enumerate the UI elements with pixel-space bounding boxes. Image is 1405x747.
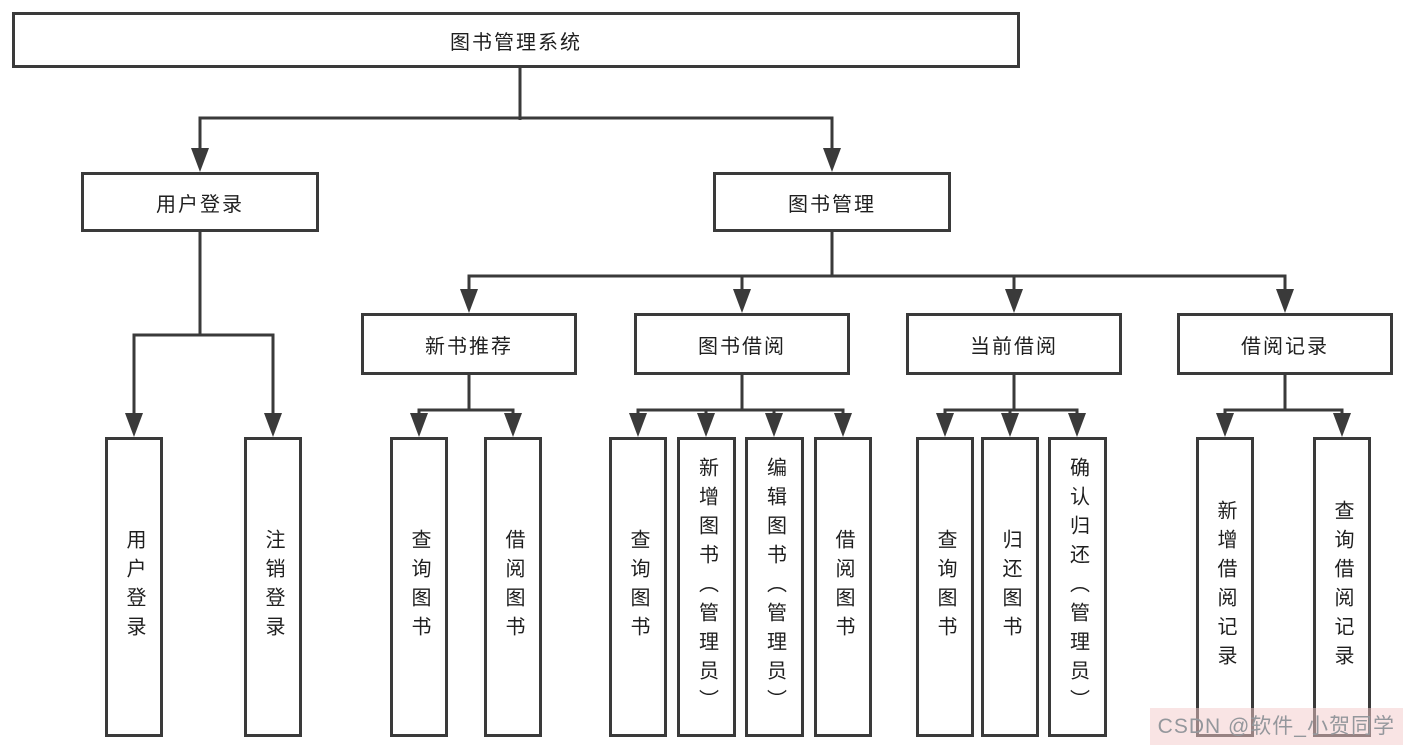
leaf-edit-books-admin: 编辑图书（管理员） (745, 437, 804, 737)
connector-root-to-level2 (191, 68, 841, 172)
node-book-management: 图书管理 (713, 172, 951, 232)
leaf-return-books: 归还图书 (981, 437, 1039, 737)
node-label: 图书管理 (788, 193, 876, 216)
node-label: 当前借阅 (970, 335, 1058, 358)
node-label: 图书管理系统 (450, 31, 582, 54)
arrowhead (264, 413, 282, 437)
arrowhead (1333, 413, 1351, 437)
arrowhead (823, 148, 841, 172)
leaf-query-books-borrowing: 查询图书 (609, 437, 667, 737)
leaf-user-login: 用户登录 (105, 437, 163, 737)
arrowhead (504, 413, 522, 437)
leaf-confirm-return-admin: 确认归还（管理员） (1048, 437, 1107, 737)
node-label: 归还图书 (999, 529, 1021, 645)
node-label: 图书借阅 (698, 335, 786, 358)
node-label: 编辑图书（管理员） (763, 456, 786, 718)
node-label: 新书推荐 (425, 335, 513, 358)
node-root-system: 图书管理系统 (12, 12, 1020, 68)
connector-bookmgmt-to-level3 (460, 232, 1294, 313)
connector-borrowing-to-leaves (629, 375, 852, 437)
node-label: 查询图书 (934, 529, 956, 645)
node-label: 注销登录 (262, 529, 284, 645)
node-user-login-branch: 用户登录 (81, 172, 319, 232)
node-label: 查询图书 (408, 529, 430, 645)
watermark: CSDN @软件_小贺同学 (1149, 708, 1403, 745)
arrowhead (733, 289, 751, 313)
node-label: 用户登录 (123, 529, 145, 645)
leaf-query-borrow-record: 查询借阅记录 (1313, 437, 1371, 737)
arrowhead (1068, 413, 1086, 437)
node-label: 借阅记录 (1241, 335, 1329, 358)
leaf-borrow-books-borrowing: 借阅图书 (814, 437, 872, 737)
node-label: 借阅图书 (502, 529, 524, 645)
arrowhead (936, 413, 954, 437)
arrowhead (460, 289, 478, 313)
node-new-book-recommend: 新书推荐 (361, 313, 577, 375)
connector-records-to-leaves (1216, 375, 1351, 437)
node-label: 新增图书（管理员） (695, 456, 718, 718)
leaf-query-books-current: 查询图书 (916, 437, 974, 737)
leaf-query-books-recommend: 查询图书 (390, 437, 448, 737)
connector-userlogin-to-leaves (125, 232, 282, 437)
arrowhead (834, 413, 852, 437)
node-label: 新增借阅记录 (1214, 500, 1236, 674)
arrowhead (125, 413, 143, 437)
node-label: 借阅图书 (832, 529, 854, 645)
arrowhead (410, 413, 428, 437)
node-label: 查询借阅记录 (1331, 500, 1353, 674)
arrowhead (1005, 289, 1023, 313)
leaf-borrow-books-recommend: 借阅图书 (484, 437, 542, 737)
node-label: 查询图书 (627, 529, 649, 645)
leaf-logout: 注销登录 (244, 437, 302, 737)
arrowhead (1276, 289, 1294, 313)
arrowhead (1001, 413, 1019, 437)
arrowhead (1216, 413, 1234, 437)
node-borrowing-records: 借阅记录 (1177, 313, 1393, 375)
arrowhead (191, 148, 209, 172)
arrowhead (697, 413, 715, 437)
arrowhead (765, 413, 783, 437)
leaf-add-books-admin: 新增图书（管理员） (677, 437, 736, 737)
node-current-borrowing: 当前借阅 (906, 313, 1122, 375)
node-label: 确认归还（管理员） (1066, 456, 1089, 718)
node-label: 用户登录 (156, 193, 244, 216)
connector-current-to-leaves (936, 375, 1086, 437)
arrowhead (629, 413, 647, 437)
leaf-add-borrow-record: 新增借阅记录 (1196, 437, 1254, 737)
node-book-borrowing: 图书借阅 (634, 313, 850, 375)
connector-newbooks-to-leaves (410, 375, 522, 437)
